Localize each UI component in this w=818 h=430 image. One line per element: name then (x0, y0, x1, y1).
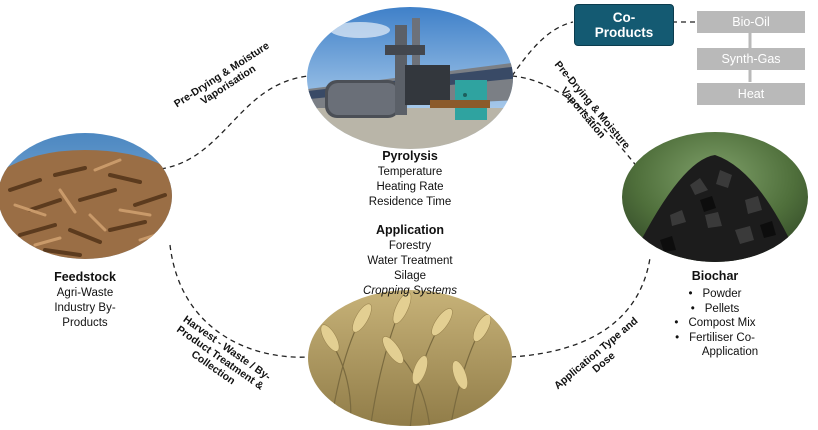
biochar-item-continued: Application (701, 346, 759, 358)
pyrolysis-item: Temperature (377, 166, 443, 178)
output-synth-gas: Synth-Gas (697, 48, 805, 70)
coproducts-label-1: Co- (612, 10, 636, 25)
biochar-item: Pellets (655, 302, 775, 317)
pyrolysis-node: Pyrolysis Temperature Heating Rate Resid… (340, 148, 480, 210)
output-heat: Heat (697, 83, 805, 105)
biochar-pile-photo (622, 132, 808, 262)
feedstock-node: Feedstock Agri-Waste Industry By- Produc… (30, 269, 140, 331)
biochar-title: Biochar (691, 269, 739, 283)
application-node: Application Forestry Water Treatment Sil… (330, 222, 490, 299)
connector-application-biochar (510, 257, 651, 358)
application-item: Silage (394, 270, 426, 282)
coproducts-box: Co- Products (574, 4, 674, 46)
feedstock-line: Agri-Waste (56, 287, 114, 299)
coproducts-label-2: Products (594, 25, 654, 40)
wheat-field-photo (308, 290, 512, 426)
pyrolysis-item: Heating Rate (376, 181, 444, 193)
application-item: Water Treatment (367, 255, 453, 267)
connector-lines (151, 21, 696, 358)
connector-feedstock-application (169, 244, 310, 358)
application-item: Forestry (388, 240, 432, 252)
output-bio-oil: Bio-Oil (697, 11, 805, 33)
pyrolysis-item: Residence Time (368, 196, 452, 208)
pyrolysis-plant-photo (307, 7, 513, 149)
feedstock-line: Industry By- (54, 302, 116, 314)
feedstock-line: Products (62, 317, 108, 329)
application-item-italic: Cropping Systems (363, 285, 457, 297)
application-title: Application (375, 223, 445, 237)
biochar-item: Powder (655, 287, 775, 302)
pyrolysis-title: Pyrolysis (382, 149, 438, 163)
connector-pyrolysis-coproducts (511, 21, 574, 77)
biochar-item: Fertiliser Co- (655, 331, 775, 346)
feedstock-title: Feedstock (54, 270, 116, 284)
biochar-list: Powder Pellets Compost Mix Fertiliser Co… (655, 287, 775, 345)
biochar-item: Compost Mix (655, 316, 775, 331)
wood-chips-photo (0, 133, 172, 259)
connector-feedstock-pyrolysis (151, 75, 309, 171)
